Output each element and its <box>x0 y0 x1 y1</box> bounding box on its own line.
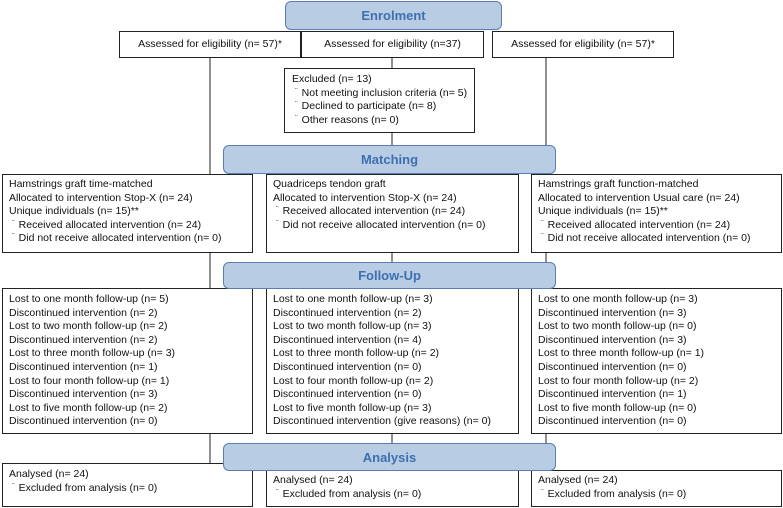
stage-analysis: Analysis <box>223 443 556 471</box>
excluded-title: Excluded (n= 13) <box>292 73 372 85</box>
analysis-item: Excluded from analysis (n= 0) <box>273 488 512 502</box>
allocation-line: Allocated to intervention Stop-X (n= 24) <box>273 191 457 204</box>
followup-line: Discontinued intervention (n= 3) <box>9 388 158 401</box>
allocation-line: Unique individuals (n= 15)** <box>9 205 139 218</box>
followup-line: Lost to two month follow-up (n= 3) <box>273 320 432 333</box>
followup-line: Lost to two month follow-up (n= 0) <box>538 320 697 333</box>
followup-line: Lost to five month follow-up (n= 2) <box>9 401 168 414</box>
excluded-item: Declined to participate (n= 8) <box>292 100 467 114</box>
stage-enrolment: Enrolment <box>285 1 502 30</box>
stage-followup: Follow-Up <box>223 262 556 289</box>
followup-line: Discontinued intervention (n= 1) <box>538 388 687 401</box>
followup-line: Lost to one month follow-up (n= 5) <box>9 293 169 305</box>
followup-line: Discontinued intervention (n= 4) <box>273 333 422 346</box>
eligibility-box-middle: Assessed for eligibility (n=37) <box>301 31 484 58</box>
followup-line: Discontinued intervention (n= 3) <box>538 306 687 319</box>
analysis-title: Analysed (n= 24) <box>9 468 89 480</box>
analysis-box-left: Analysed (n= 24) Excluded from analysis … <box>2 463 253 507</box>
allocation-line: Unique individuals (n= 15)** <box>538 205 668 218</box>
followup-line: Discontinued intervention (n= 2) <box>9 333 158 346</box>
allocation-item: Did not receive allocated intervention (… <box>273 219 512 233</box>
followup-line: Lost to one month follow-up (n= 3) <box>273 293 433 305</box>
stage-matching: Matching <box>223 145 556 174</box>
followup-line: Lost to five month follow-up (n= 0) <box>538 401 697 414</box>
followup-box-right: Lost to one month follow-up (n= 3) Disco… <box>531 288 782 434</box>
followup-line: Lost to three month follow-up (n= 1) <box>538 347 705 360</box>
followup-line: Lost to four month follow-up (n= 2) <box>273 374 434 387</box>
allocation-item: Did not receive allocated intervention (… <box>538 232 775 246</box>
allocation-box-middle: Quadriceps tendon graft Allocated to int… <box>266 174 519 253</box>
allocation-line: Allocated to intervention Stop-X (n= 24) <box>9 191 193 204</box>
analysis-title: Analysed (n= 24) <box>538 474 618 486</box>
followup-line: Lost to two month follow-up (n= 2) <box>9 320 168 333</box>
analysis-item: Excluded from analysis (n= 0) <box>9 482 246 496</box>
allocation-line: Hamstrings graft function-matched <box>538 178 699 190</box>
analysis-title: Analysed (n= 24) <box>273 474 353 486</box>
followup-line: Discontinued intervention (n= 2) <box>9 306 158 319</box>
allocation-box-right: Hamstrings graft function-matched Alloca… <box>531 174 782 253</box>
followup-line: Lost to three month follow-up (n= 2) <box>273 347 440 360</box>
followup-line: Discontinued intervention (n= 1) <box>9 360 158 373</box>
followup-line: Discontinued intervention (n= 0) <box>538 415 687 428</box>
followup-line: Lost to four month follow-up (n= 2) <box>538 374 699 387</box>
followup-line: Discontinued intervention (n= 3) <box>538 333 687 346</box>
allocation-line: Allocated to intervention Usual care (n=… <box>538 191 740 204</box>
allocation-item: Received allocated intervention (n= 24) <box>273 205 512 219</box>
allocation-item: Received allocated intervention (n= 24) <box>538 219 775 233</box>
allocation-item: Received allocated intervention (n= 24) <box>9 219 246 233</box>
followup-line: Discontinued intervention (n= 0) <box>273 388 422 401</box>
followup-line: Discontinued intervention (n= 0) <box>538 360 687 373</box>
followup-box-middle: Lost to one month follow-up (n= 3) Disco… <box>266 288 519 434</box>
excluded-item: Other reasons (n= 0) <box>292 114 467 128</box>
followup-line: Lost to four month follow-up (n= 1) <box>9 374 170 387</box>
analysis-box-middle: Analysed (n= 24) Excluded from analysis … <box>266 470 519 507</box>
followup-line: Discontinued intervention (n= 0) <box>9 415 158 428</box>
followup-line: Discontinued intervention (n= 2) <box>273 306 422 319</box>
followup-line: Lost to five month follow-up (n= 3) <box>273 401 432 414</box>
analysis-box-right: Analysed (n= 24) Excluded from analysis … <box>531 470 782 507</box>
allocation-line: Hamstrings graft time-matched <box>9 178 153 190</box>
allocation-box-left: Hamstrings graft time-matched Allocated … <box>2 174 253 253</box>
followup-line: Lost to three month follow-up (n= 3) <box>9 347 176 360</box>
excluded-item: Not meeting inclusion criteria (n= 5) <box>292 87 467 101</box>
followup-line: Discontinued intervention (give reasons)… <box>273 415 491 428</box>
followup-box-left: Lost to one month follow-up (n= 5) Disco… <box>2 288 253 434</box>
allocation-item: Did not receive allocated intervention (… <box>9 232 246 246</box>
eligibility-box-right: Assessed for eligibility (n= 57)* <box>492 31 674 58</box>
followup-line: Lost to one month follow-up (n= 3) <box>538 293 698 305</box>
followup-line: Discontinued intervention (n= 0) <box>273 360 422 373</box>
analysis-item: Excluded from analysis (n= 0) <box>538 488 775 502</box>
excluded-box: Excluded (n= 13) Not meeting inclusion c… <box>284 68 475 133</box>
eligibility-box-left: Assessed for eligibility (n= 57)* <box>119 31 301 58</box>
allocation-line: Quadriceps tendon graft <box>273 178 386 190</box>
